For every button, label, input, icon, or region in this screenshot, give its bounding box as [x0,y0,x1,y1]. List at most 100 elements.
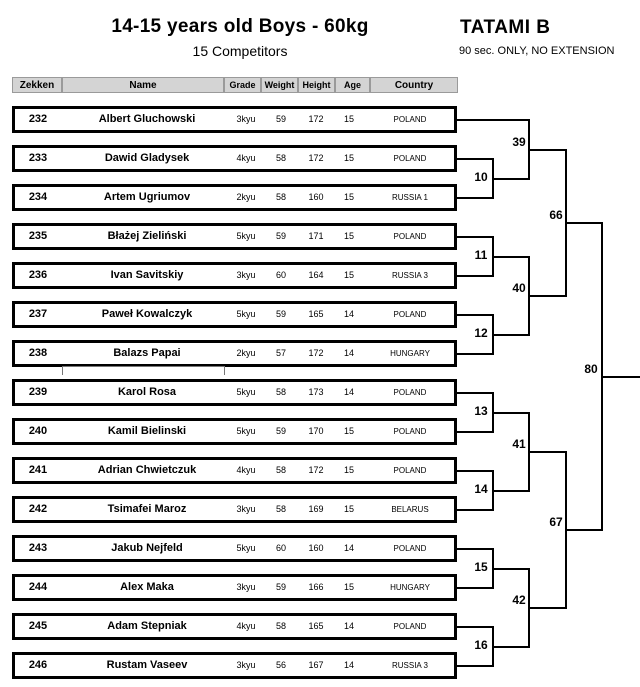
competitor-zekken: 236 [28,269,48,281]
competitor-zekken: 237 [28,308,48,320]
competitor-grade: 5kyu [236,231,256,241]
bracket-line [565,529,602,531]
competitor-weight: 56 [275,660,286,670]
competitor-zekken: 235 [28,230,48,242]
competitor-zekken: 239 [28,386,48,398]
competitor-zekken: 243 [28,542,48,554]
match-number: 12 [474,326,488,340]
bracket-line [492,646,529,648]
match-time-note: 90 sec. ONLY, NO EXTENSION [459,45,615,57]
competitor-age: 15 [343,192,354,202]
bracket-line [492,334,529,336]
competitor-age: 15 [343,270,354,280]
competitor-grade: 3kyu [236,270,256,280]
competitor-age: 15 [343,153,354,163]
bracket-line [457,353,493,355]
competitor-name: Alex Maka [120,581,174,593]
competitor-country: POLAND [393,427,427,436]
competitor-country: POLAND [393,154,427,163]
competitor-name: Rustam Vaseev [106,659,188,671]
divider [62,366,63,375]
competitor-height: 172 [308,465,324,475]
competitor-weight: 58 [275,192,286,202]
competitor-grade: 5kyu [236,426,256,436]
competitor-grade: 5kyu [236,387,256,397]
competitor-zekken: 245 [28,620,48,632]
competitor-height: 164 [308,270,324,280]
competitor-age: 14 [343,660,354,670]
bracket-line [492,178,529,180]
competitor-grade: 2kyu [236,192,256,202]
bracket-line [457,236,493,238]
competitor-row: 232 Albert Gluchowski 3kyu 59 172 15 POLAND [12,106,457,133]
bracket-line [528,451,566,453]
match-number: 10 [474,170,488,184]
competitor-zekken: 242 [28,503,48,515]
competitor-weight: 59 [275,114,286,124]
competitor-country: RUSSIA 1 [391,193,428,202]
competitor-weight: 58 [275,465,286,475]
competitor-count: 15 Competitors [192,43,288,59]
bracket-line [528,295,566,297]
competitor-weight: 59 [275,426,286,436]
competitor-country: POLAND [393,388,427,397]
header-zekken: Zekken [12,77,62,93]
competitor-country: POLAND [393,115,427,124]
competitor-age: 15 [343,465,354,475]
competitor-grade: 4kyu [236,621,256,631]
competitor-grade: 5kyu [236,309,256,319]
match-number: 41 [512,437,526,451]
competitor-height: 172 [308,348,324,358]
competitor-country: POLAND [393,544,427,553]
header-age: Age [335,77,370,93]
bracket-line [457,665,493,667]
competitor-country: BELARUS [391,505,429,514]
competitor-weight: 58 [275,153,286,163]
competitor-zekken: 232 [28,113,48,125]
match-number: 80 [584,362,598,376]
competitor-height: 167 [308,660,324,670]
competitor-zekken: 233 [28,152,48,164]
competitor-age: 15 [343,504,354,514]
competitor-name: Błażej Zieliński [107,230,187,242]
competitor-zekken: 234 [28,191,48,203]
competitor-weight: 59 [275,582,286,592]
competitor-country: RUSSIA 3 [391,271,428,280]
competitor-age: 14 [343,348,354,358]
competitor-name: Tsimafei Maroz [107,503,187,515]
competitor-name: Balazs Papai [113,347,181,359]
competitor-zekken: 241 [28,464,48,476]
competitor-weight: 58 [275,504,286,514]
competitor-country: POLAND [393,310,427,319]
competitor-height: 171 [308,231,324,241]
competitor-name: Dawid Gladysek [104,152,190,164]
competitor-grade: 4kyu [236,465,256,475]
divider [62,366,224,367]
event-title: 14-15 years old Boys - 60kg [111,16,369,37]
competitor-grade: 3kyu [236,504,256,514]
match-number: 14 [474,482,488,496]
competitor-age: 15 [343,114,354,124]
competitor-age: 14 [343,543,354,553]
bracket-line [492,568,529,570]
competitor-height: 160 [308,192,324,202]
competitor-age: 15 [343,231,354,241]
competitor-country: POLAND [393,466,427,475]
competitor-weight: 60 [275,270,286,280]
competitor-name: Albert Gluchowski [98,113,196,125]
competitor-weight: 59 [275,231,286,241]
bracket-line [492,256,529,258]
competitor-grade: 3kyu [236,114,256,124]
bracket-line [457,119,529,121]
competitor-country: POLAND [393,622,427,631]
competitor-country: RUSSIA 3 [391,661,428,670]
competitor-height: 172 [308,114,324,124]
